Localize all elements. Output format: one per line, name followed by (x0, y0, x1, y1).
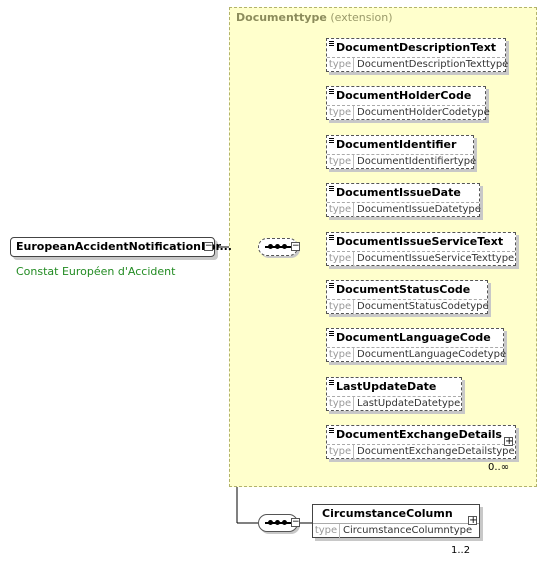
panel-type-name: Documenttype (236, 11, 327, 24)
element-type: DocumentIssueServiceTexttype (357, 253, 515, 264)
element-type: DocumentLanguageCodetype (357, 349, 507, 360)
type-label: type (327, 58, 354, 73)
element-name: CircumstanceColumn (322, 507, 453, 520)
expand-icon[interactable]: + (468, 515, 478, 526)
element-name: DocumentIssueServiceText (336, 235, 504, 248)
occurrence-label: 1..2 (451, 545, 471, 556)
type-label: type (327, 106, 354, 121)
type-label: type (327, 445, 354, 460)
type-label: type (327, 252, 354, 267)
expand-icon[interactable]: + (504, 436, 514, 447)
element-type: DocumentDescriptionTexttype (357, 59, 509, 70)
element-lines-icon (329, 331, 334, 337)
element-lines-icon (329, 138, 334, 144)
panel-qualifier: (extension) (330, 11, 393, 24)
element-type: CircumstanceColumntype (343, 525, 473, 536)
element-name: DocumentHolderCode (336, 89, 472, 102)
sequence-compositor[interactable] (258, 238, 298, 256)
element-type: DocumentStatusCodetype (357, 301, 489, 312)
element-type: DocumentHolderCodetype (357, 107, 490, 118)
element-name: DocumentIssueDate (336, 186, 461, 199)
element-type: DocumentExchangeDetailstype (357, 446, 515, 457)
root-element-name: EuropeanAccidentNotificationFor... (16, 240, 232, 253)
type-label: type (327, 348, 354, 363)
element-lines-icon (329, 41, 334, 47)
type-label: type (313, 524, 340, 539)
type-label: type (327, 203, 354, 218)
element-name: DocumentDescriptionText (336, 41, 497, 54)
element-lines-icon (329, 186, 334, 192)
element-lines-icon (329, 235, 334, 241)
collapse-icon[interactable]: − (291, 241, 300, 251)
panel-title: Documenttype (extension) (236, 11, 393, 24)
element-type: LastUpdateDatetype (357, 398, 461, 409)
element-name: DocumentLanguageCode (336, 331, 491, 344)
collapse-icon[interactable]: − (204, 241, 213, 251)
element-lines-icon (329, 428, 334, 434)
root-documentation: Constat Européen d'Accident (16, 265, 176, 278)
element-name: DocumentIdentifier (336, 138, 457, 151)
element-lines-icon (329, 380, 334, 386)
circumstance-column-element[interactable]: CircumstanceColumn type CircumstanceColu… (312, 504, 480, 539)
element-type: DocumentIssueDatetype (357, 204, 481, 215)
element-type: DocumentIdentifiertype (357, 156, 477, 167)
root-element[interactable]: EuropeanAccidentNotificationFor... − (10, 237, 232, 257)
element-name: LastUpdateDate (336, 380, 437, 393)
type-label: type (327, 155, 354, 170)
element-lines-icon (329, 89, 334, 95)
element-name: DocumentStatusCode (336, 283, 471, 296)
type-label: type (327, 300, 354, 315)
element-name: DocumentExchangeDetails (336, 428, 502, 441)
element-lines-icon (329, 283, 334, 289)
type-label: type (327, 397, 354, 412)
occurrence-label: 0..∞ (488, 462, 510, 473)
collapse-icon[interactable]: − (291, 517, 300, 527)
